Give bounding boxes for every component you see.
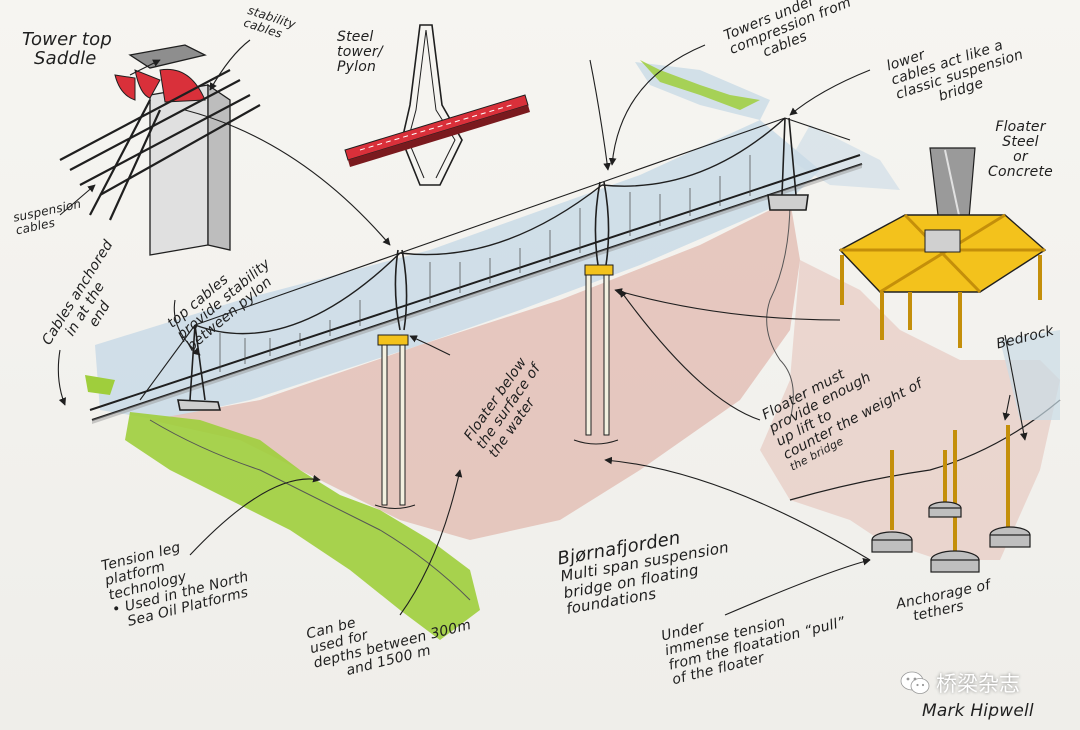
main-cable-span3 [601,117,786,187]
main-cable-span2 [399,184,603,256]
bridge-deck-shadow [92,164,862,424]
anchor-cable-left [139,324,196,401]
hangers [219,155,751,372]
artist-signature: Mark Hipwell [922,701,1034,721]
label-floater-material: Floater Steel or Concrete [988,119,1053,181]
label-steel-tower: Steel tower/ Pylon [337,29,383,76]
bedrock-wash [1000,330,1060,420]
bridge-deck-top [89,154,861,411]
tower-top-saddle-detail [59,44,261,256]
distant-water-right [790,125,900,190]
pylon-first-floating [394,249,408,331]
wechat-icon [900,671,930,694]
pylon-right-abutment [767,117,809,211]
watermark: 桥梁杂志 [900,668,1020,698]
floater-column-2 [573,264,619,445]
anchorage-tether-detail [871,425,1031,573]
pylon-left-abutment [177,324,222,411]
shore-outline [149,419,471,601]
label-tower-top-saddle: Tower top Saddle [22,29,112,70]
floater-platform-detail [838,147,1047,348]
seabed-right-wash [760,260,1060,560]
top-stability-cable [194,117,786,326]
pylon-second-floating [594,181,610,266]
steel-pylon-detail [344,24,530,186]
green-shore-left [85,375,115,395]
floater-column-1 [374,334,416,509]
green-shore-far [640,60,760,110]
seabed-wash [150,200,800,540]
shore-outline-far [766,199,794,421]
anchor-cable-right [784,117,851,141]
annotation-arrows [57,39,1028,616]
main-cable-span1 [194,252,401,335]
fjord-water-wash [95,120,820,420]
bedrock-edge [789,399,1061,501]
green-shore-foreground [125,412,480,640]
watermark-text: 桥梁杂志 [936,672,1020,696]
